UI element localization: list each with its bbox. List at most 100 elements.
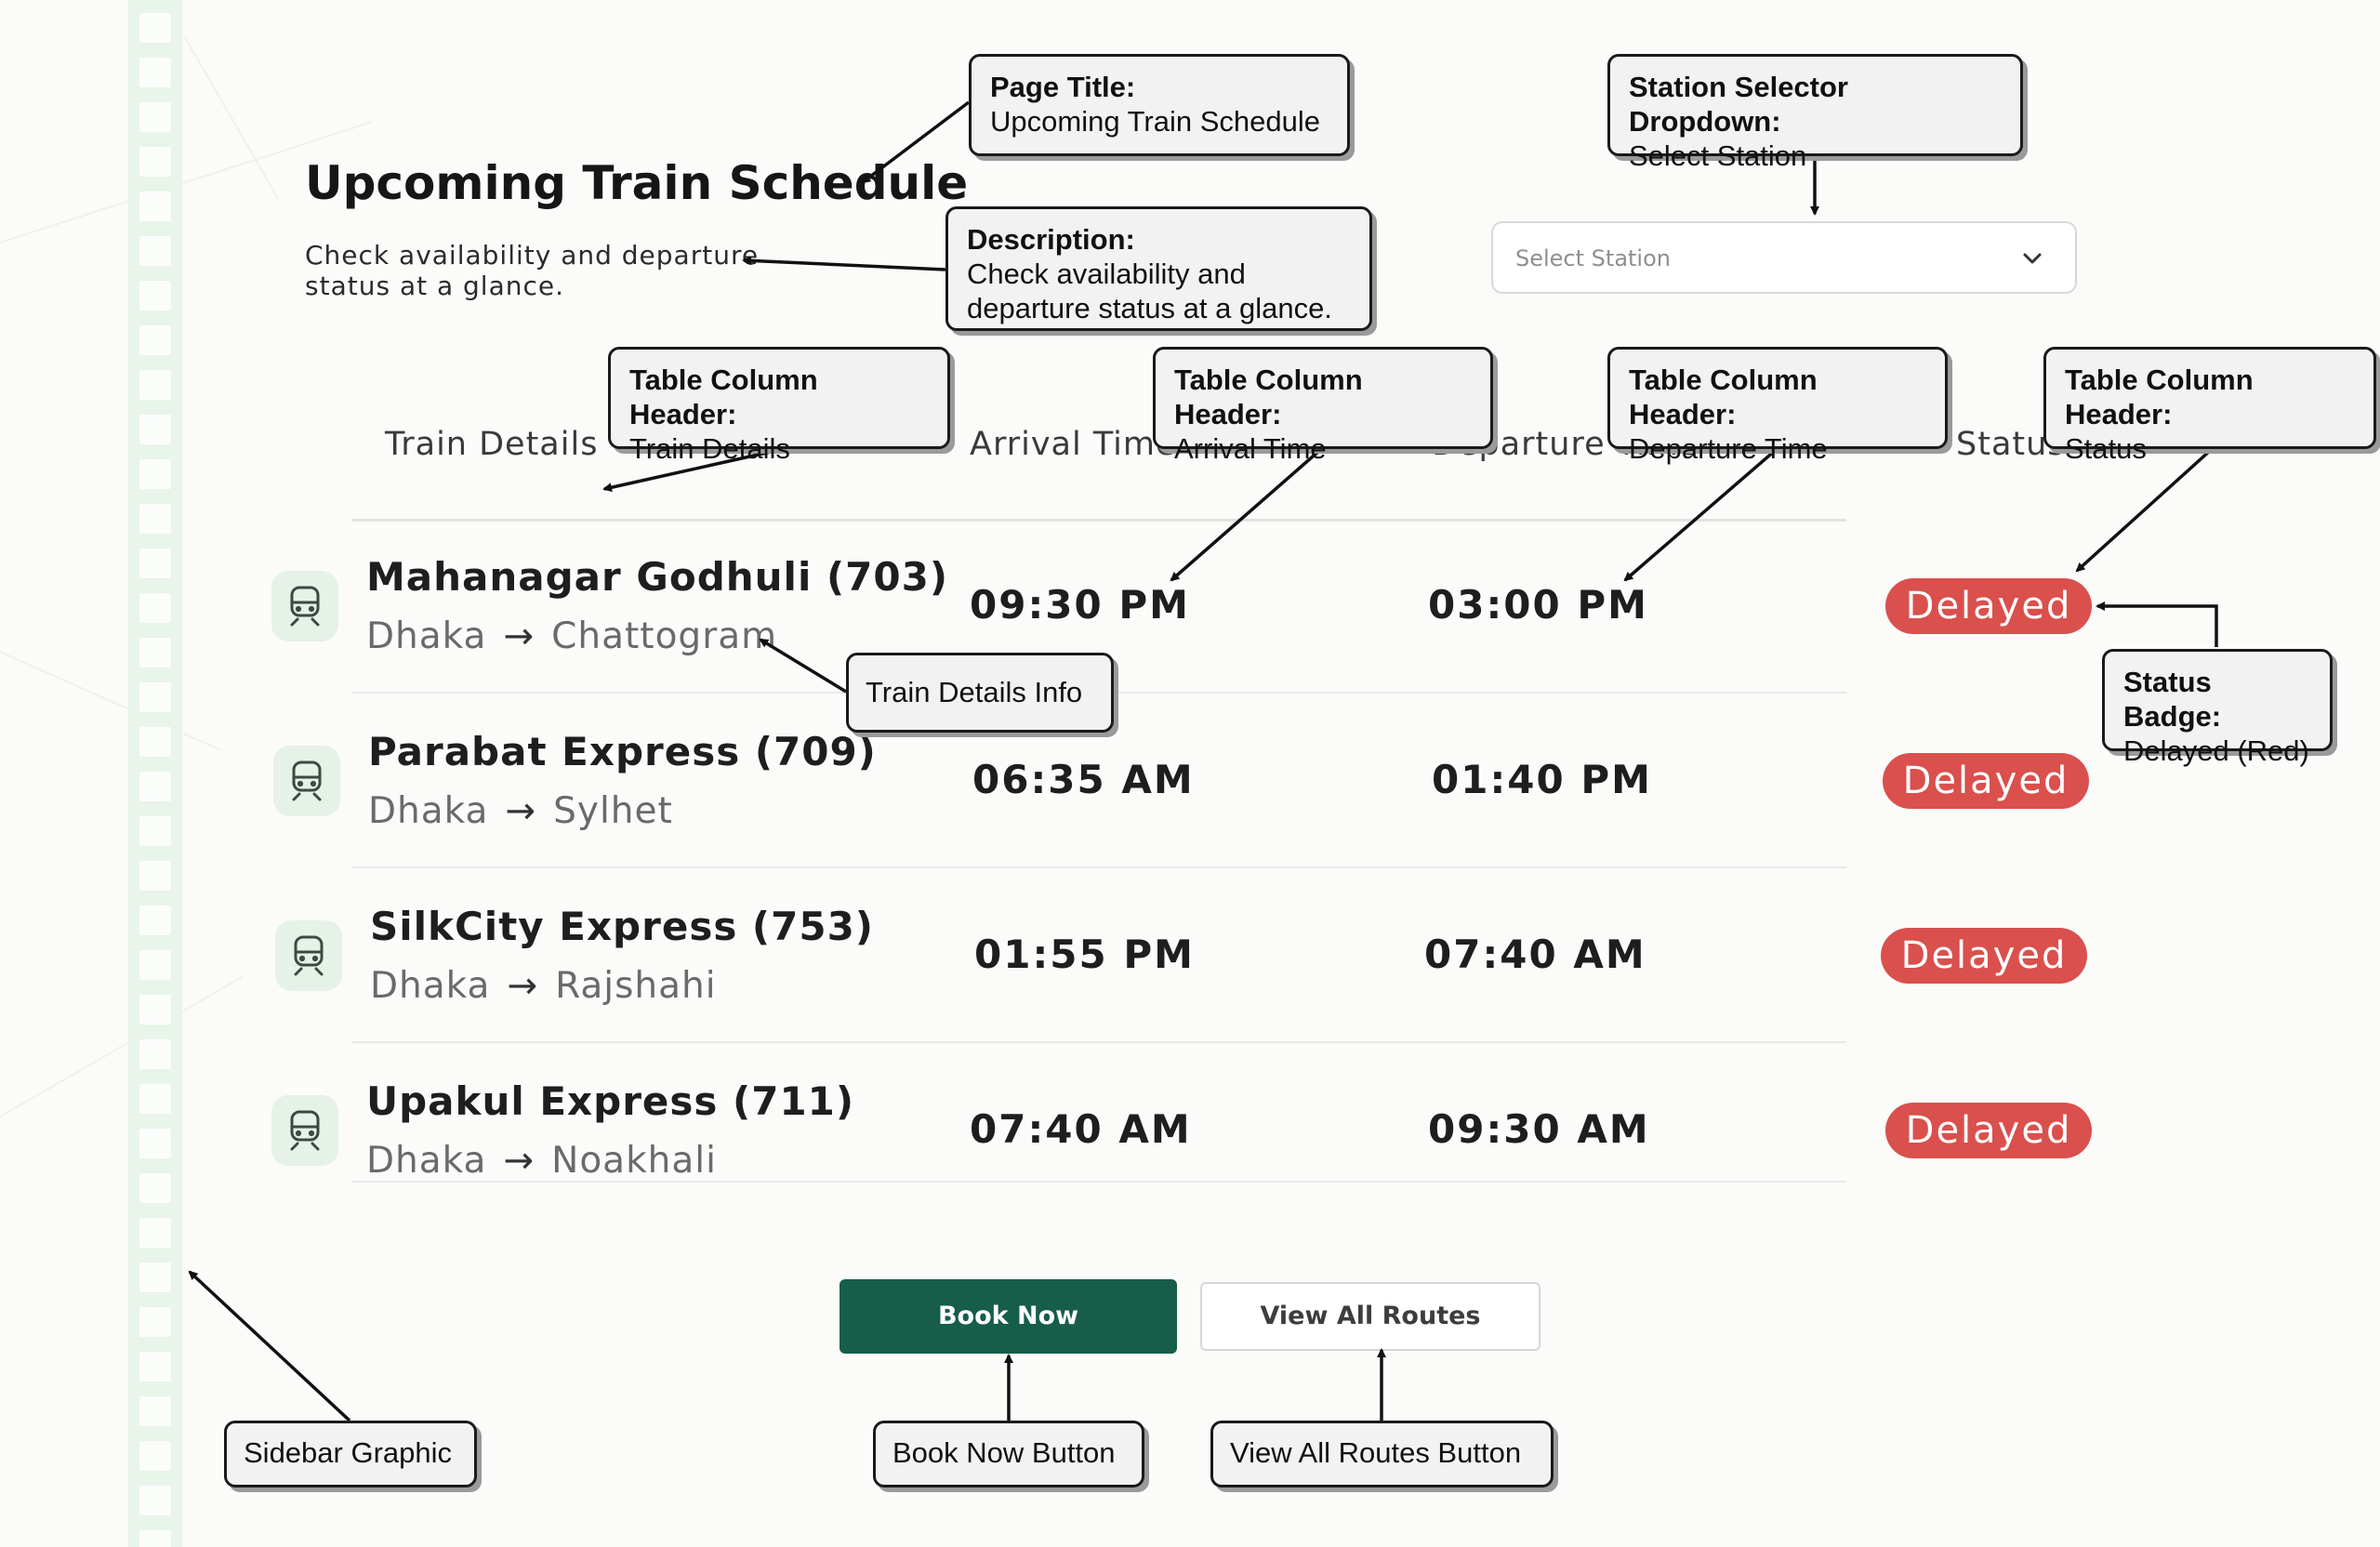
header-divider [351,519,1846,522]
status-badge: Delayed [1883,753,2089,809]
arrow-header-departure [1623,448,1778,582]
annotation-title: Table Column Header: [1629,364,1818,430]
sidebar-cell [139,549,171,578]
arrow-header-arrival [1170,448,1322,582]
sidebar-cell [139,415,171,444]
book-now-button[interactable]: Book Now [840,1279,1177,1354]
station-selector-placeholder: Select Station [1515,245,1671,271]
arrow-header-train [602,448,780,493]
train-name[interactable]: Mahanagar Godhuli (703) [366,554,949,600]
route-origin: Dhaka [366,615,487,657]
annotation-title: Description: [967,223,1135,256]
sidebar-cell [139,727,171,757]
annotation-text: Train Details [629,432,790,465]
annotation-book-now-button: Book Now Button [873,1421,1144,1488]
sidebar-cell [139,102,171,132]
arrow-status-badge [2096,602,2218,647]
row-divider [351,1041,1846,1043]
train-icon [275,920,342,991]
sidebar-cell [139,236,171,266]
sidebar-cell [139,1396,171,1426]
annotation-header-train-details: Table Column Header: Train Details [608,347,950,465]
sidebar-cell [139,593,171,623]
route-destination: Rajshahi [555,965,717,1007]
train-icon [273,746,340,816]
route-origin: Dhaka [366,1140,487,1182]
sidebar-cell [139,1486,171,1515]
status-badge: Delayed [1885,578,2092,634]
route-destination: Sylhet [553,790,673,832]
arrival-time: 07:40 AM [970,1106,1192,1152]
train-icon [271,1095,338,1166]
sidebar-cell [139,816,171,846]
annotation-text: Check availability and departure status … [967,258,1332,324]
annotation-title: Table Column Header: [2065,364,2254,430]
arrow-train-info [759,638,847,694]
view-all-routes-button[interactable]: View All Routes [1200,1282,1540,1351]
annotation-title: Page Title: [990,71,1136,103]
annotation-train-details-info: Train Details Info [846,653,1114,733]
annotation-title: Table Column Header: [629,364,818,430]
station-selector-dropdown[interactable]: Select Station [1491,221,2077,294]
arrow-page-title [861,100,971,184]
arrow-right-icon: → [507,965,539,1007]
departure-time: 09:30 AM [1428,1106,1650,1152]
annotation-text: Arrival Time [1174,432,1327,465]
annotation-header-status: Table Column Header: Status [2043,347,2376,465]
route-origin: Dhaka [368,790,489,832]
sidebar-cell [139,281,171,311]
arrow-right-icon: → [505,790,537,832]
sidebar-cell [139,1530,171,1547]
row-divider [351,866,1846,868]
sidebar-cell [139,1352,171,1382]
departure-time: 01:40 PM [1432,757,1652,802]
route-destination: Noakhali [551,1140,717,1182]
train-name[interactable]: Upakul Express (711) [366,1078,855,1124]
arrow-description [742,256,947,271]
status-badge: Delayed [1881,928,2087,984]
arrival-time: 09:30 PM [970,582,1190,628]
sidebar-cell [139,504,171,534]
annotation-header-departure-time: Table Column Header: Departure Time [1607,347,1948,465]
annotation-text: Upcoming Train Schedule [990,105,1320,138]
annotation-view-all-routes-button: View All Routes Button [1210,1421,1554,1488]
sidebar-cell [139,1441,171,1471]
annotation-text: Select Station [1629,139,1807,172]
annotation-title: Status Badge: [2123,666,2222,733]
page-description: Check availability and departure status … [305,240,760,301]
route-origin: Dhaka [370,965,491,1007]
column-header-train-details[interactable]: Train Details [385,426,599,463]
page-title: Upcoming Train Schedule [305,156,969,210]
annotation-page-title: Page Title: Upcoming Train Schedule [969,54,1350,156]
chevron-down-icon [2019,240,2045,281]
train-route: Dhaka → Sylhet [368,790,673,832]
departure-time: 07:40 AM [1424,932,1646,977]
annotation-text: Departure Time [1629,432,1828,465]
sidebar-cell [139,370,171,400]
train-name[interactable]: SilkCity Express (753) [370,904,874,949]
sidebar-cell [139,1173,171,1203]
sidebar-cell [139,192,171,221]
annotation-text: Status [2065,432,2147,465]
train-name[interactable]: Parabat Express (709) [368,729,877,774]
annotation-description: Description: Check availability and depa… [945,206,1372,331]
sidebar-cell [139,58,171,87]
train-route: Dhaka → Rajshahi [370,965,717,1007]
route-destination: Chattogram [551,615,778,657]
annotation-sidebar-graphic: Sidebar Graphic [224,1421,477,1488]
sidebar-cell [139,682,171,712]
train-route: Dhaka→Chattogram [366,615,777,657]
annotation-header-arrival-time: Table Column Header: Arrival Time [1153,347,1493,465]
column-header-arrival-time[interactable]: Arrival Time [970,426,1177,463]
sidebar-cell [139,950,171,980]
sidebar-cell [139,147,171,177]
sidebar-graphic [128,0,182,1547]
sidebar-cell [139,1039,171,1069]
sidebar-cell [139,995,171,1025]
arrow-sidebar [188,1270,351,1422]
arrow-right-icon: → [503,1140,536,1182]
sidebar-cell [139,1129,171,1158]
sidebar-cell [139,325,171,355]
sidebar-cell [139,906,171,935]
